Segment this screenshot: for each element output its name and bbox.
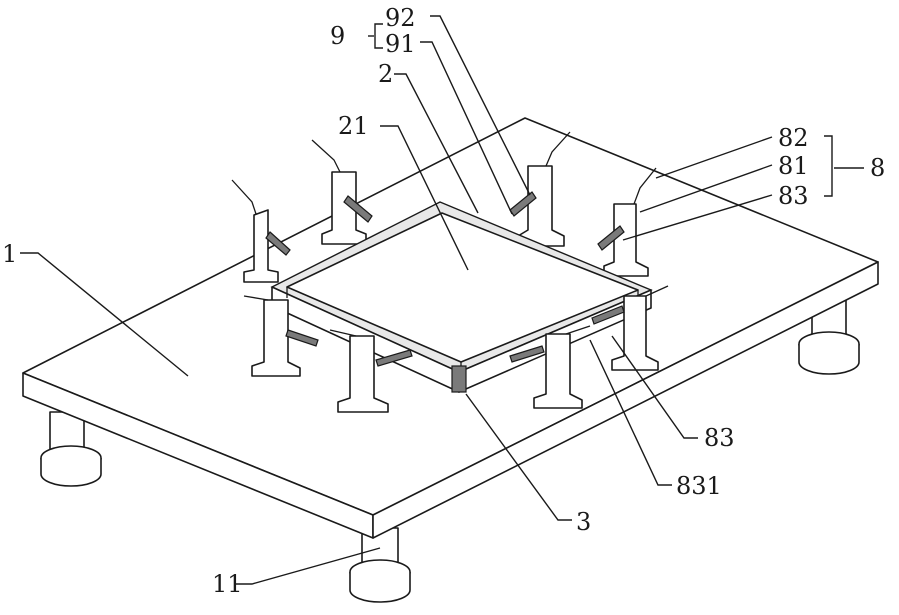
label-82: 82: [778, 124, 809, 152]
leg-front-middle: [350, 528, 410, 602]
label-9: 9: [330, 22, 345, 50]
label-83-lower: 83: [704, 424, 735, 452]
label-8: 8: [870, 154, 885, 182]
label-83-upper: 83: [778, 182, 809, 210]
label-2: 2: [378, 60, 393, 88]
label-831: 831: [676, 472, 722, 500]
label-81: 81: [778, 152, 809, 180]
label-11: 11: [212, 570, 243, 598]
label-92: 92: [385, 4, 416, 32]
label-21: 21: [338, 112, 369, 140]
label-91: 91: [385, 30, 416, 58]
label-3: 3: [576, 508, 591, 536]
label-1: 1: [2, 240, 17, 268]
